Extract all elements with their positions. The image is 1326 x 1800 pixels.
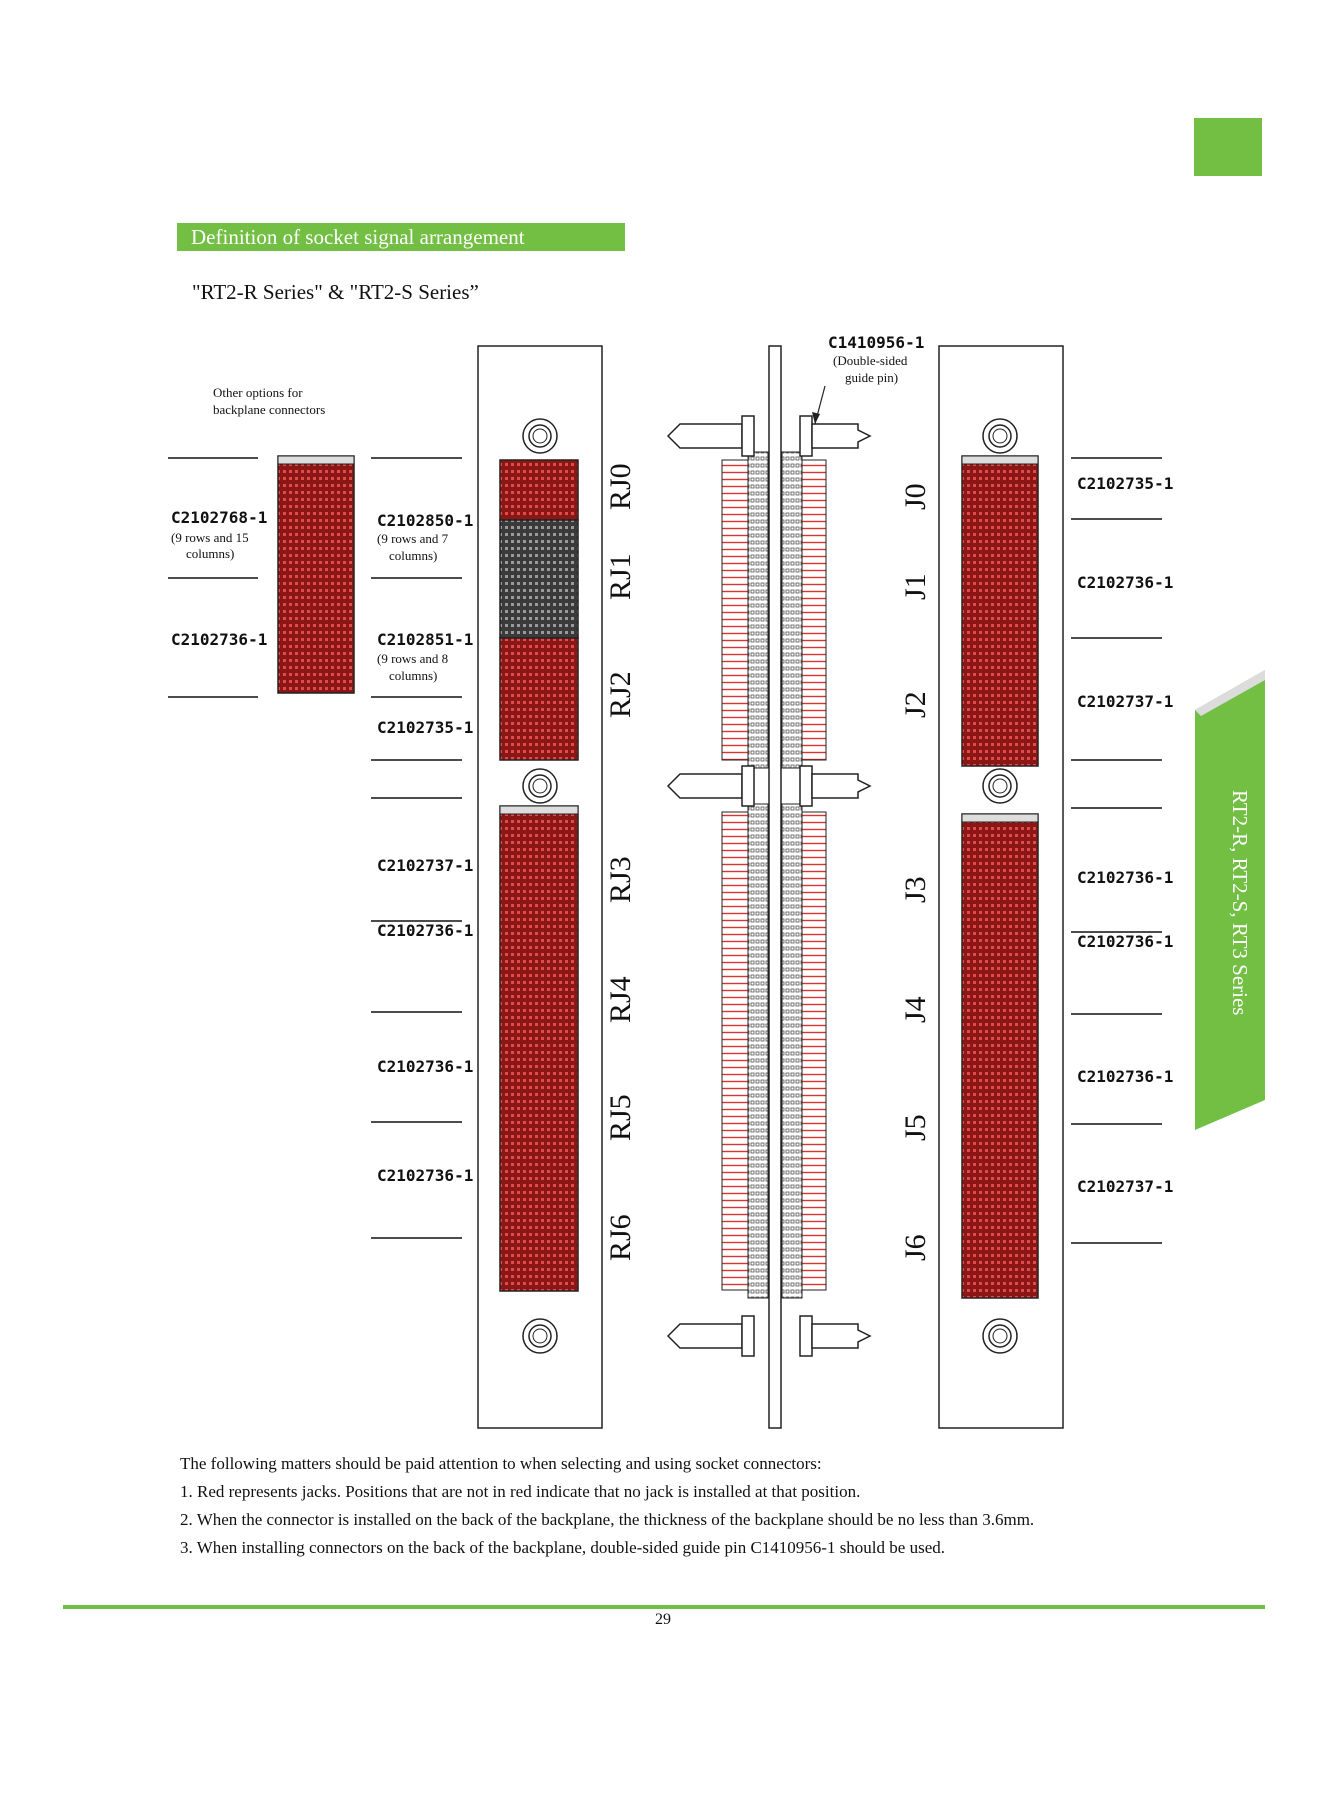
page-number: 29 — [655, 1611, 671, 1628]
right-lower-connector — [961, 813, 1039, 1299]
guide-pin-note-2: guide pin) — [845, 370, 898, 385]
j-position-labels: J0 J1 J2 J3 J4 J5 J6 — [899, 483, 932, 1261]
j-label: J5 — [899, 1114, 932, 1141]
j-label: J4 — [899, 996, 932, 1023]
left-part-note: (9 rows and 7 — [377, 531, 449, 546]
option-connector-block — [277, 455, 355, 694]
left-part-number: C2102851-1 — [377, 630, 473, 649]
option-separators — [168, 457, 258, 698]
option-part-number: C2102736-1 — [171, 630, 267, 649]
right-upper-connector — [961, 455, 1039, 767]
right-part-number: C2102736-1 — [1077, 1067, 1173, 1086]
left-part-number: C2102736-1 — [377, 1166, 473, 1185]
rj-label: RJ6 — [604, 1214, 637, 1261]
side-tab-label: RT2-R, RT2-S, RT3 Series — [1228, 790, 1252, 1016]
left-part-number: C2102736-1 — [377, 1057, 473, 1076]
right-part-number: C2102736-1 — [1077, 573, 1173, 592]
usage-notes: The following matters should be paid att… — [180, 1450, 1034, 1562]
note-item: 2. When the connector is installed on th… — [180, 1510, 1035, 1529]
rj-label: RJ0 — [604, 463, 637, 510]
right-part-number: C2102737-1 — [1077, 1177, 1173, 1196]
rj-label: RJ5 — [604, 1094, 637, 1141]
left-upper-connector — [499, 459, 579, 761]
left-panel-screws — [522, 418, 558, 1354]
j-label: J3 — [899, 876, 932, 903]
note-item: 1. Red represents jacks. Positions that … — [180, 1482, 861, 1501]
series-side-tab — [1195, 670, 1265, 1130]
option-part-note: (9 rows and 15 — [171, 530, 249, 545]
right-label-separators — [1071, 457, 1162, 1244]
right-panel-screws — [982, 418, 1018, 1354]
rj-position-labels: RJ0 RJ1 RJ2 RJ3 RJ4 RJ5 RJ6 — [604, 463, 637, 1261]
note-item: 3. When installing connectors on the bac… — [180, 1538, 945, 1557]
left-part-note-2: columns) — [389, 668, 437, 683]
series-title: "RT2-R Series" & "RT2-S Series” — [192, 280, 479, 304]
left-part-number: C2102737-1 — [377, 856, 473, 875]
section-header: Definition of socket signal arrangement — [177, 223, 625, 251]
left-part-note-2: columns) — [389, 548, 437, 563]
footer-rule — [63, 1605, 1265, 1609]
corner-accent-block — [1194, 118, 1262, 176]
j-label: J6 — [899, 1234, 932, 1261]
option-part-number: C2102768-1 — [171, 508, 267, 527]
notes-intro: The following matters should be paid att… — [180, 1454, 822, 1473]
other-options-caption: Other options for — [213, 385, 303, 400]
right-part-number: C2102737-1 — [1077, 692, 1173, 711]
guide-pin-note: (Double-sided — [833, 353, 908, 368]
left-part-note: (9 rows and 8 — [377, 651, 448, 666]
rj-label: RJ4 — [604, 976, 637, 1023]
left-part-number: C2102735-1 — [377, 718, 473, 737]
left-part-number: C2102850-1 — [377, 511, 473, 530]
j-label: J0 — [899, 483, 932, 510]
other-options-caption-line2: backplane connectors — [213, 402, 325, 417]
left-part-number: C2102736-1 — [377, 921, 473, 940]
left-lower-connector — [499, 805, 579, 1292]
rj-label: RJ2 — [604, 671, 637, 718]
rj-label: RJ1 — [604, 553, 637, 600]
right-part-number: C2102736-1 — [1077, 868, 1173, 887]
right-part-number: C2102735-1 — [1077, 474, 1173, 493]
right-part-number: C2102736-1 — [1077, 932, 1173, 951]
rj-label: RJ3 — [604, 856, 637, 903]
j-label: J2 — [899, 691, 932, 718]
left-label-separators — [371, 457, 462, 1239]
j-label: J1 — [899, 573, 932, 600]
option-part-note-2: columns) — [186, 546, 234, 561]
guide-pin-part-number: C1410956-1 — [828, 333, 924, 352]
backplane-side-view — [666, 345, 872, 1429]
